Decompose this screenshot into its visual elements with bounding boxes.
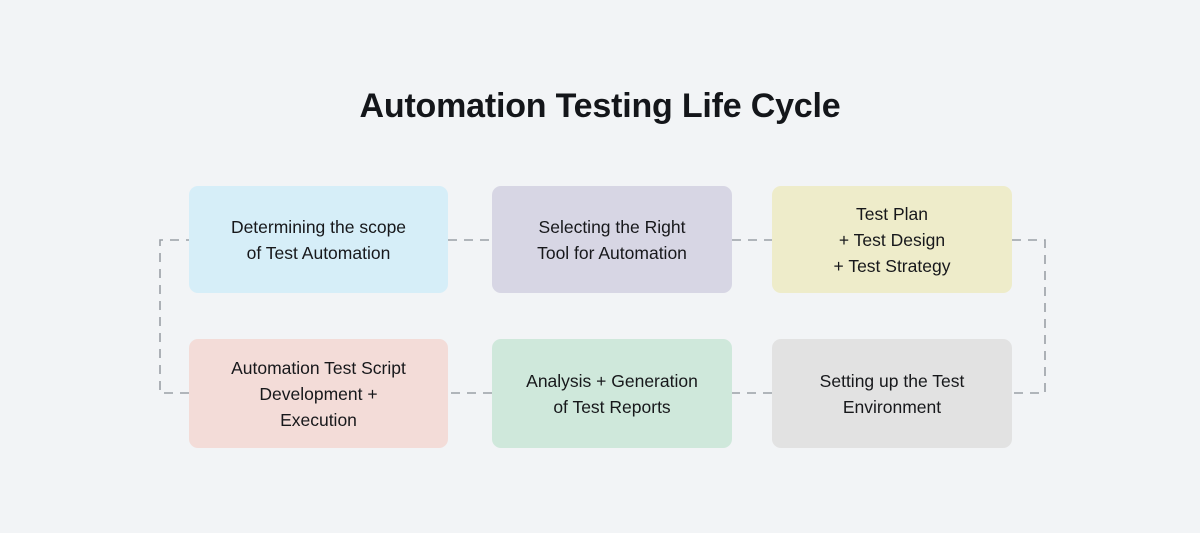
stage-box-determining-scope[interactable]: Determining the scope of Test Automation [189,186,448,293]
connector-stage6-stage1 [159,239,189,394]
stage-box-script-development-execution[interactable]: Automation Test Script Development + Exe… [189,339,448,448]
stage-label: Selecting the Right Tool for Automation [537,216,687,263]
stage-label: Test Plan + Test Design + Test Strategy [833,203,951,276]
stage-label: Determining the scope of Test Automation [230,216,407,263]
stage-box-test-plan-design-strategy[interactable]: Test Plan + Test Design + Test Strategy [772,186,1012,293]
stage-label: Setting up the Test Environment [819,370,965,417]
page-title: Automation Testing Life Cycle [359,87,841,125]
stage-box-analysis-generation-reports[interactable]: Analysis + Generation of Test Reports [492,339,732,448]
stage-label: Automation Test Script Development + Exe… [231,357,406,430]
connector-stage3-stage4 [1012,239,1046,394]
stage-box-selecting-tool[interactable]: Selecting the Right Tool for Automation [492,186,732,293]
stage-box-setting-up-environment[interactable]: Setting up the Test Environment [772,339,1012,448]
stage-label: Analysis + Generation of Test Reports [526,370,698,417]
